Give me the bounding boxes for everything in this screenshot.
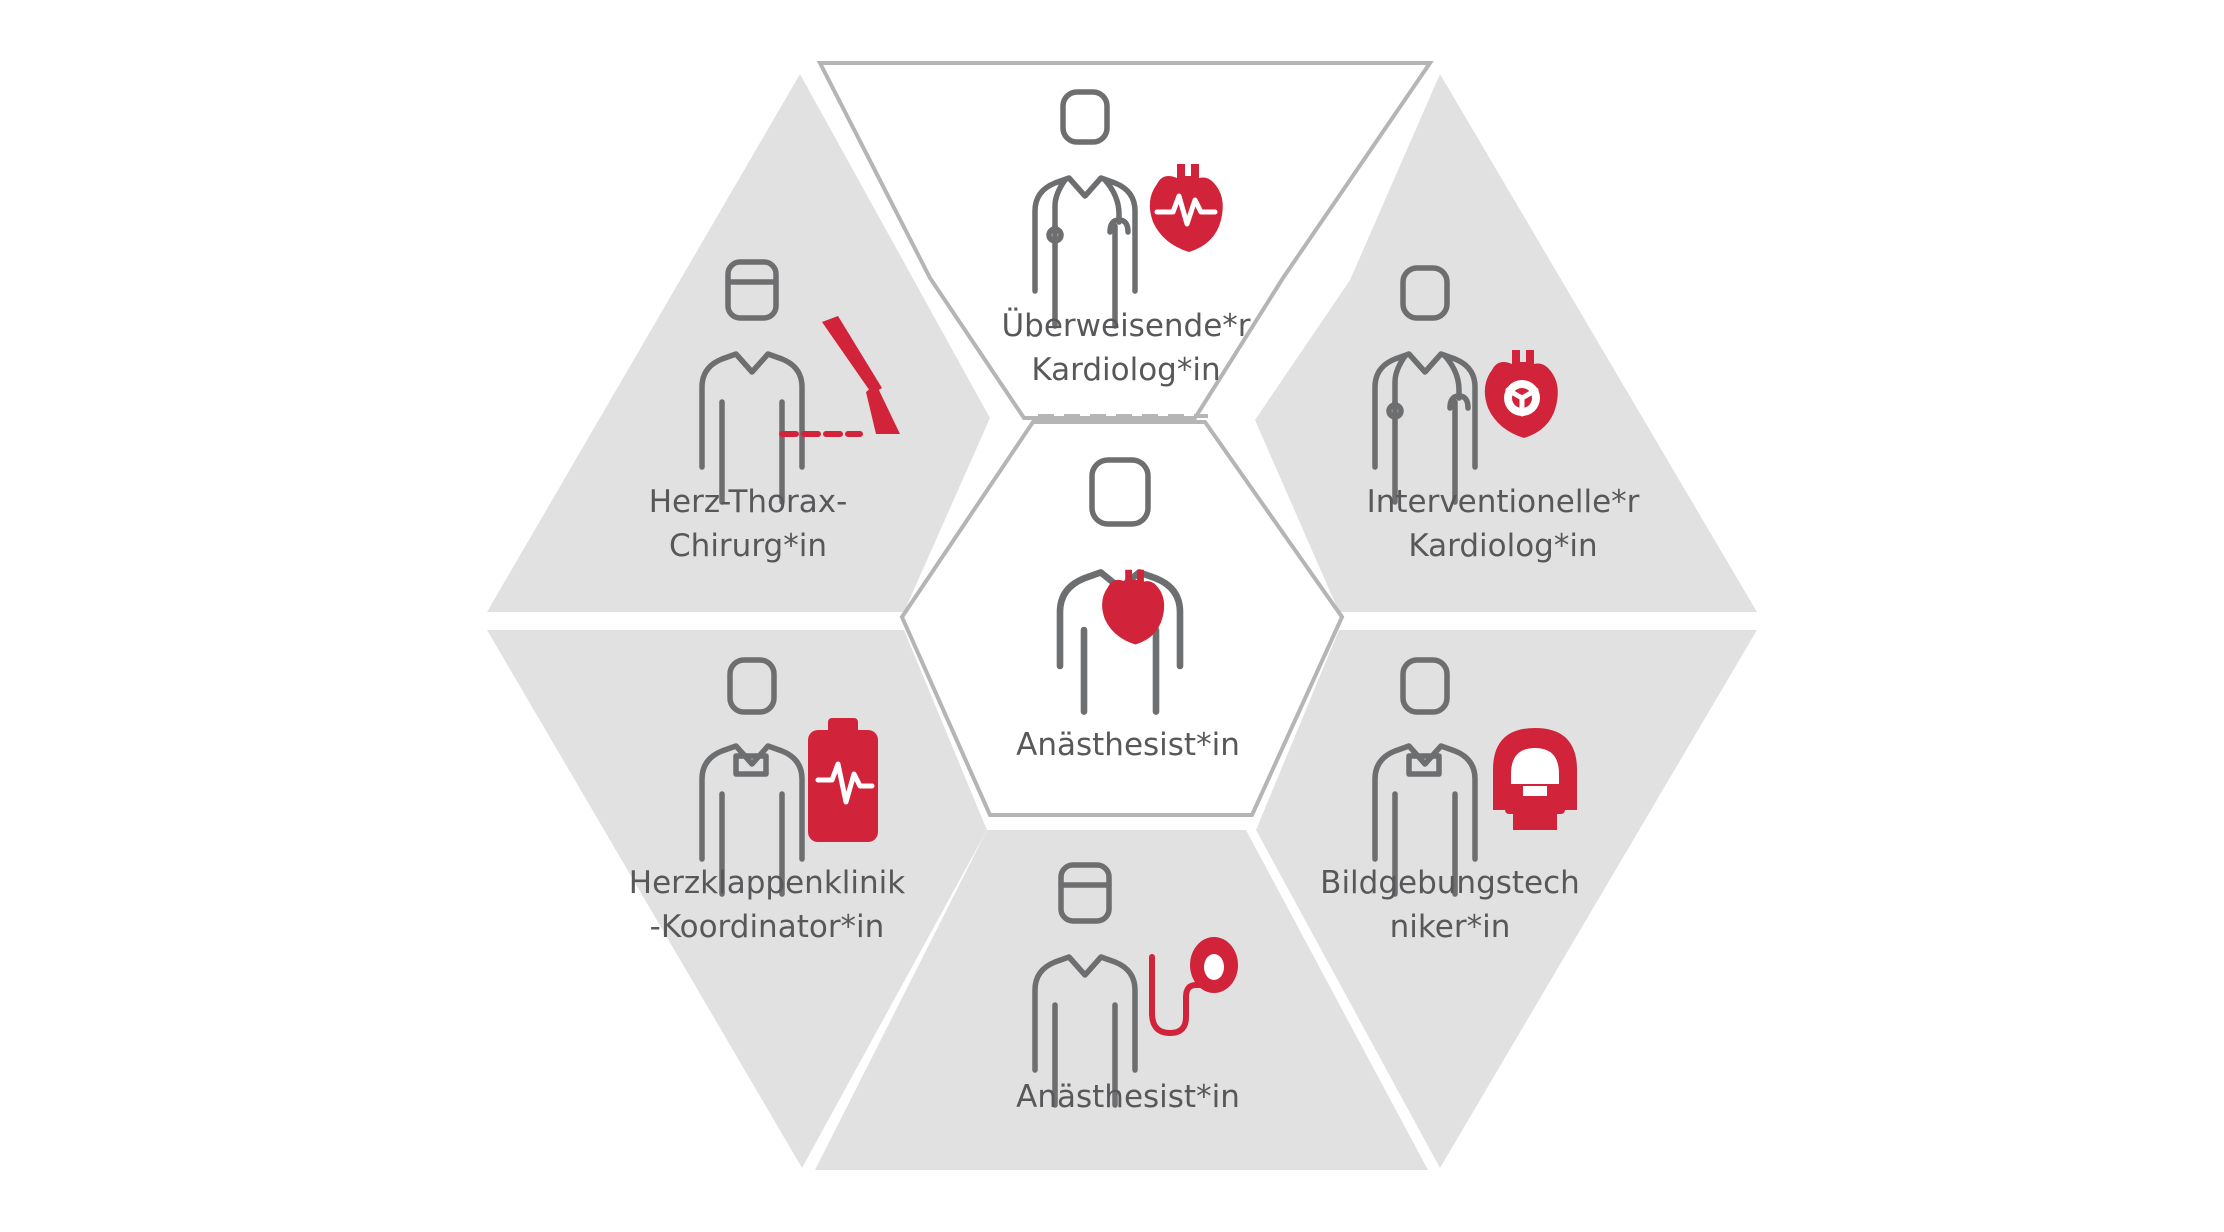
- label-top-left-line2: Chirurg*in: [669, 528, 827, 564]
- cardiologist-heart-monitor-icon: [1035, 89, 1223, 326]
- label-top-right-line1: Interventionelle*r: [1367, 484, 1640, 520]
- label-bottom: Anästhesist*in: [1016, 1079, 1240, 1115]
- surgeon-scalpel-icon: [702, 259, 900, 502]
- label-bottom-right-line2: niker*in: [1390, 909, 1511, 945]
- technician-mri-scanner-icon: [1375, 657, 1577, 894]
- segment-bottom: [815, 830, 1428, 1170]
- patient-heart-icon: [1056, 457, 1184, 715]
- label-bottom-left-line1: Herzklappenklinik: [629, 865, 905, 901]
- label-top-line1: Überweisende*r: [1001, 307, 1250, 344]
- label-top-left-line1: Herz-Thorax-: [649, 484, 848, 520]
- label-top-right-line2: Kardiolog*in: [1408, 528, 1597, 564]
- coordinator-clipboard-icon: [702, 657, 878, 894]
- anesthetist-oxygen-mask-icon: [1035, 862, 1238, 1105]
- segment-top-left: [487, 74, 990, 612]
- cardiologist-heart-valve-icon: [1375, 265, 1558, 502]
- label-top-line2: Kardiolog*in: [1031, 352, 1220, 388]
- segment-top-right: [1255, 74, 1757, 612]
- label-center: Anästhesist*in: [1016, 727, 1240, 763]
- label-bottom-right-line1: Bildgebungstech: [1320, 865, 1580, 901]
- label-bottom-left-line2: -Koordinator*in: [650, 909, 885, 945]
